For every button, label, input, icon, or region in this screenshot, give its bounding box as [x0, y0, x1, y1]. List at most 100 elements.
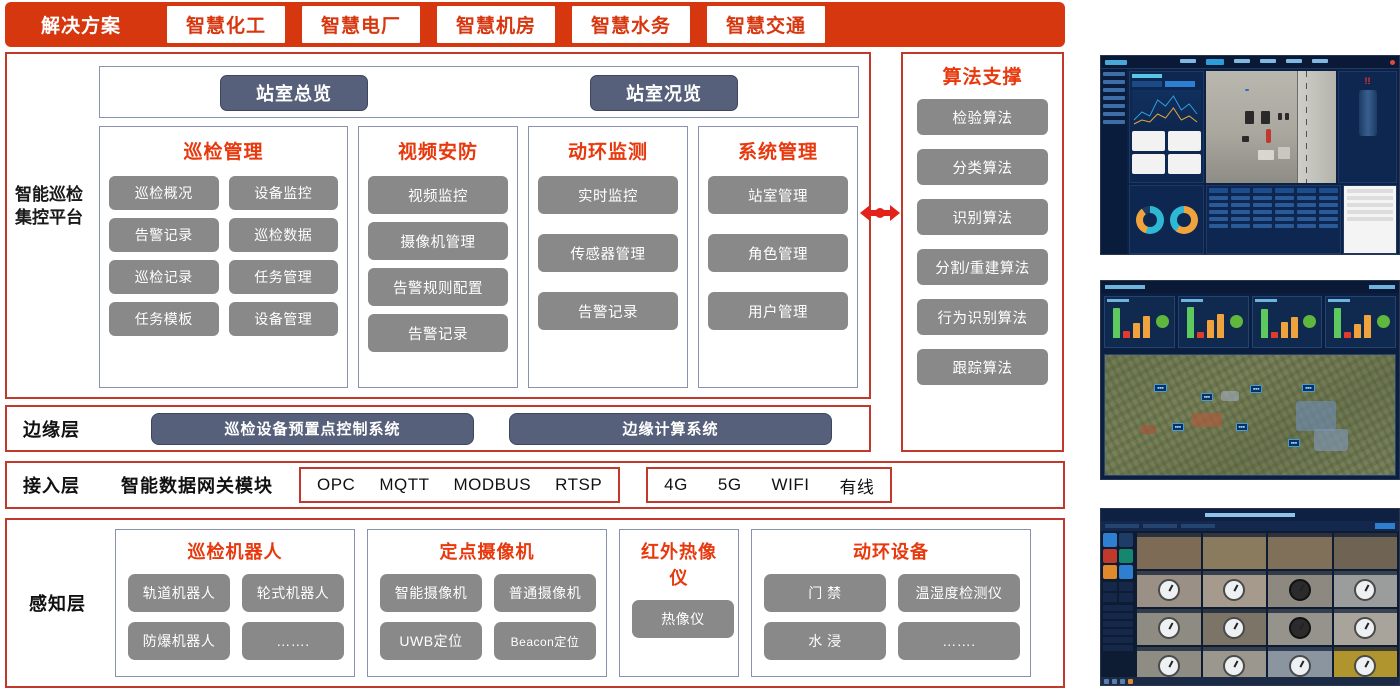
video-wall-cell[interactable]: [1268, 533, 1332, 569]
tab-smart-powerplant[interactable]: 智慧电厂: [302, 6, 420, 43]
btn-alarm-rule-config[interactable]: 告警规则配置: [368, 268, 508, 306]
dash2-stat-card[interactable]: [1104, 296, 1175, 348]
dash3-filter-field[interactable]: [1105, 524, 1139, 528]
video-wall-cell[interactable]: [1202, 609, 1266, 645]
video-wall-cell[interactable]: [1333, 533, 1397, 569]
map-station-pin[interactable]: ■■■: [1200, 393, 1214, 402]
video-wall-cell[interactable]: [1202, 533, 1266, 569]
dash2-satellite-map[interactable]: ■■■ ■■■ ■■■ ■■■ ■■■ ■■■ ■■■: [1104, 354, 1396, 476]
video-wall-cell[interactable]: [1137, 609, 1201, 645]
map-station-pin[interactable]: ■■■: [1235, 423, 1248, 432]
dash1-menu-item-active[interactable]: [1206, 59, 1224, 65]
edge-layer-box: 边缘层 巡检设备预置点控制系统 边缘计算系统: [5, 405, 871, 452]
btn-inspection-overview[interactable]: 巡检概况: [109, 176, 219, 210]
dash1-menu-item[interactable]: [1312, 59, 1328, 63]
dash2-stat-cards: [1101, 293, 1399, 351]
dash1-device-3d-view[interactable]: [1358, 90, 1377, 136]
video-wall-cell[interactable]: [1333, 609, 1397, 645]
platform-layer-box: 智能巡检集控平台 站室总览 站室况览 巡检管理 巡检概况 设备监控 告警记录 巡…: [5, 52, 871, 399]
btn-water-immersion[interactable]: 水 浸: [764, 622, 886, 660]
map-station-pin[interactable]: ■■■: [1250, 385, 1263, 393]
btn-user-management[interactable]: 用户管理: [708, 292, 848, 330]
dash1-alarm-dot-icon: [1390, 59, 1395, 65]
btn-algo-segmentation[interactable]: 分割/重建算法: [917, 249, 1048, 285]
btn-robot-more[interactable]: …….: [242, 622, 344, 660]
btn-beacon-positioning[interactable]: Beacon定位: [494, 622, 596, 660]
video-wall-cell[interactable]: [1268, 571, 1332, 607]
station-overview-button[interactable]: 站室总览: [220, 75, 368, 111]
btn-temp-humidity[interactable]: 温湿度检测仪: [898, 574, 1020, 612]
btn-realtime-monitoring[interactable]: 实时监控: [538, 176, 678, 214]
btn-station-management[interactable]: 站室管理: [708, 176, 848, 214]
protocol-list: OPC MQTT MODBUS RTSP: [299, 467, 621, 503]
dash3-query-button[interactable]: [1375, 523, 1395, 529]
btn-algo-inspection[interactable]: 检验算法: [917, 99, 1048, 135]
dash1-station-tree[interactable]: [1101, 69, 1127, 254]
btn-device-monitoring[interactable]: 设备监控: [228, 176, 338, 210]
dash3-sidebar: [1101, 531, 1135, 685]
map-station-pin[interactable]: ■■■: [1302, 383, 1315, 392]
edge-preset-control-system[interactable]: 巡检设备预置点控制系统: [151, 412, 474, 445]
tab-smart-datacenter[interactable]: 智慧机房: [437, 6, 555, 43]
group-title-env-device: 动环设备: [853, 542, 929, 562]
btn-uwb-positioning[interactable]: UWB定位: [380, 622, 482, 660]
btn-alarm-records[interactable]: 告警记录: [109, 218, 219, 252]
btn-access-control[interactable]: 门 禁: [764, 574, 886, 612]
btn-algo-recognition[interactable]: 识别算法: [917, 199, 1048, 235]
dash3-taskbar: [1101, 677, 1399, 685]
dash1-menu-item[interactable]: [1180, 59, 1196, 63]
dash3-filter-field[interactable]: [1143, 524, 1177, 528]
video-wall-cell[interactable]: [1268, 609, 1332, 645]
video-wall-cell[interactable]: [1333, 571, 1397, 607]
btn-smart-camera[interactable]: 智能摄像机: [380, 574, 482, 612]
btn-thermal-imager[interactable]: 热像仪: [632, 600, 734, 638]
video-wall-cell[interactable]: [1202, 571, 1266, 607]
dash3-filter-field[interactable]: [1181, 524, 1215, 528]
map-station-pin[interactable]: ■■■: [1287, 439, 1301, 447]
group-infrared-thermal: 红外热像仪 热像仪: [619, 529, 739, 677]
btn-algo-tracking[interactable]: 跟踪算法: [917, 349, 1048, 385]
btn-env-more[interactable]: …….: [898, 622, 1020, 660]
dash2-stat-card[interactable]: [1177, 296, 1249, 348]
btn-sensor-management[interactable]: 传感器管理: [538, 234, 678, 272]
table-row: [1209, 210, 1339, 215]
algorithm-support-title: 算法支撑: [942, 67, 1023, 88]
btn-device-management[interactable]: 设备管理: [228, 302, 338, 336]
tab-solutions[interactable]: 解决方案: [40, 16, 121, 37]
dash1-menu-item[interactable]: [1234, 59, 1250, 63]
btn-role-management[interactable]: 角色管理: [708, 234, 848, 272]
btn-video-monitoring[interactable]: 视频监控: [368, 176, 508, 214]
dash2-stat-card[interactable]: [1325, 296, 1396, 348]
btn-rail-robot[interactable]: 轨道机器人: [128, 574, 230, 612]
btn-task-template[interactable]: 任务模板: [109, 302, 219, 336]
map-station-pin[interactable]: ■■■: [1171, 423, 1185, 432]
video-wall-cell[interactable]: [1137, 571, 1201, 607]
btn-algo-classification[interactable]: 分类算法: [917, 149, 1048, 185]
btn-env-alarm-records[interactable]: 告警记录: [538, 292, 678, 330]
dash1-menu-item[interactable]: [1286, 59, 1302, 63]
edge-computing-system[interactable]: 边缘计算系统: [509, 412, 832, 445]
video-wall-cell[interactable]: [1137, 533, 1201, 569]
dash1-alarm-text: !!: [1364, 76, 1371, 86]
access-layer-label: 接入层: [23, 476, 80, 496]
module-environment-monitoring: 动环监测 实时监控 传感器管理 告警记录: [528, 126, 688, 388]
module-title-system: 系统管理: [737, 142, 818, 163]
station-status-button[interactable]: 站室况览: [590, 75, 738, 111]
btn-wheeled-robot[interactable]: 轮式机器人: [242, 574, 344, 612]
btn-inspection-records[interactable]: 巡检记录: [109, 260, 219, 294]
btn-inspection-data[interactable]: 巡检数据: [228, 218, 338, 252]
btn-video-alarm-records[interactable]: 告警记录: [368, 314, 508, 352]
btn-explosion-proof-robot[interactable]: 防爆机器人: [128, 622, 230, 660]
btn-algo-behavior[interactable]: 行为识别算法: [917, 299, 1048, 335]
dash1-live-video[interactable]: [1206, 71, 1337, 184]
btn-camera-management[interactable]: 摄像机管理: [368, 222, 508, 260]
btn-task-management[interactable]: 任务管理: [228, 260, 338, 294]
tab-smart-water[interactable]: 智慧水务: [572, 6, 690, 43]
map-station-pin[interactable]: ■■■: [1154, 383, 1167, 392]
btn-normal-camera[interactable]: 普通摄像机: [494, 574, 596, 612]
protocol-rtsp: RTSP: [555, 475, 603, 494]
tab-smart-traffic[interactable]: 智慧交通: [707, 6, 825, 43]
dash1-menu-item[interactable]: [1260, 59, 1276, 63]
tab-smart-chemical[interactable]: 智慧化工: [167, 6, 285, 43]
dash2-stat-card[interactable]: [1251, 296, 1323, 348]
